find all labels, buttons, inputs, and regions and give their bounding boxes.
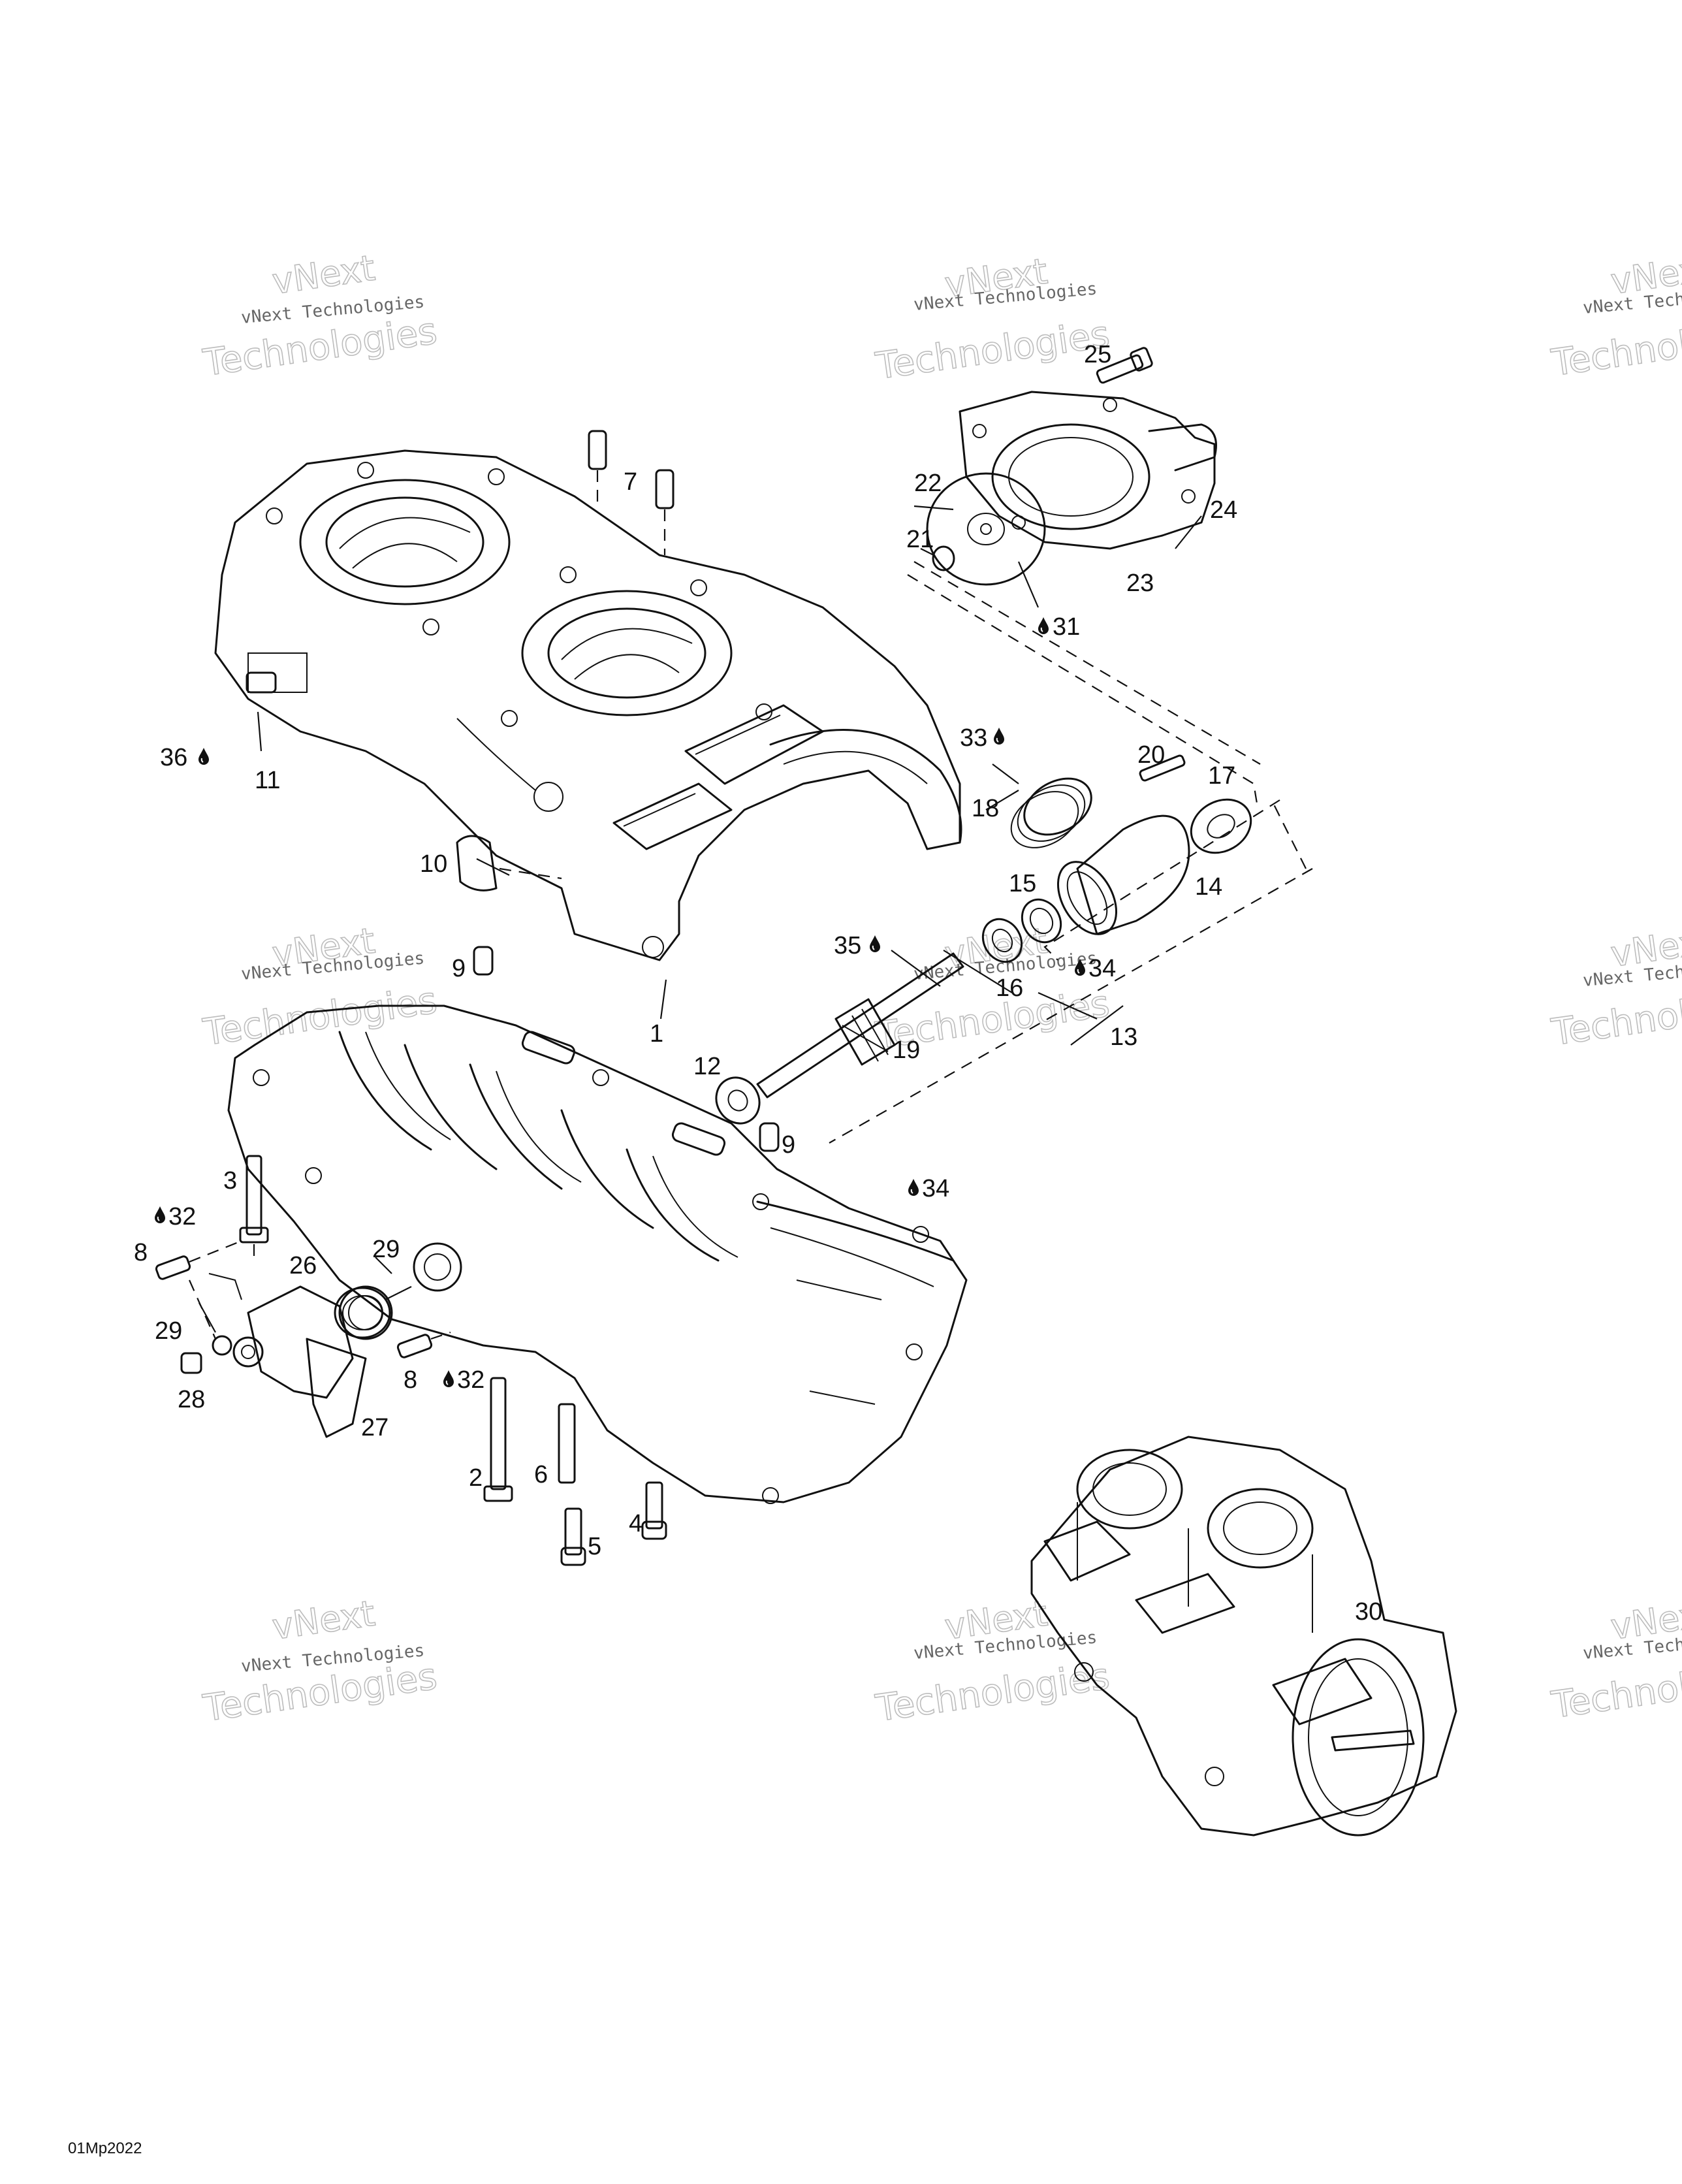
callout-19: 19 <box>893 1036 920 1064</box>
callout-24: 24 <box>1210 496 1237 524</box>
watermark-bottom-right: vNext vNext Technologies Technologies <box>1548 1592 1682 1727</box>
watermark-mid-left: vNext vNext Technologies Technologies <box>200 920 440 1055</box>
callout-8a: 8 <box>134 1239 148 1266</box>
oil-drop-icon <box>443 1370 454 1388</box>
callout-15: 15 <box>1009 870 1036 897</box>
upper-crankcase-drawing <box>214 449 962 961</box>
callout-1: 1 <box>650 1020 663 1048</box>
callout-14: 14 <box>1195 873 1222 901</box>
callout-21: 21 <box>906 526 934 553</box>
callout-22: 22 <box>914 470 942 497</box>
callout-9a: 9 <box>452 955 466 982</box>
callout-32b: 32 <box>457 1366 484 1394</box>
callout-20: 20 <box>1137 741 1165 769</box>
oil-drop-icon <box>869 935 881 953</box>
callout-6: 6 <box>534 1461 548 1488</box>
upper-fasteners-drawing <box>246 430 674 891</box>
drive-shaft-assembly-drawing <box>715 561 1313 1144</box>
oil-pump-drawing <box>180 1273 391 1438</box>
callout-9b: 9 <box>782 1131 795 1159</box>
callout-10: 10 <box>420 850 447 878</box>
watermark-bottom-left: vNext vNext Technologies Technologies <box>200 1592 440 1731</box>
svg-text:Technologies: Technologies <box>1549 1652 1682 1727</box>
lower-fasteners-drawing <box>155 946 780 1566</box>
oil-drop-icon <box>908 1178 919 1196</box>
callout-3: 3 <box>223 1167 237 1195</box>
oil-drop-icon <box>1038 617 1049 635</box>
callout-32a: 32 <box>168 1203 196 1230</box>
watermark-mid-right: vNext vNext Technologies Technologies <box>1548 920 1682 1055</box>
callout-11: 11 <box>255 767 280 794</box>
callout-26: 26 <box>289 1252 317 1279</box>
callout-18: 18 <box>972 795 999 822</box>
callout-36: 36 <box>160 744 187 771</box>
figure-code: 01Mp2022 <box>68 2140 142 2157</box>
svg-text:Technologies: Technologies <box>1549 979 1682 1054</box>
assembled-engine-drawing <box>1030 1436 1457 1837</box>
svg-text:vNext: vNext <box>270 248 377 302</box>
callout-labels: 1 2 3 4 5 6 7 8 8 9 9 10 11 12 13 14 15 … <box>134 341 1382 1626</box>
oil-drop-icon <box>154 1206 166 1224</box>
callout-31: 31 <box>1053 613 1080 641</box>
svg-text:vNext: vNext <box>270 1593 377 1648</box>
callout-17: 17 <box>1208 762 1235 790</box>
callout-25: 25 <box>1084 341 1111 368</box>
callout-23: 23 <box>1126 570 1154 597</box>
callout-7: 7 <box>624 468 637 496</box>
oil-drop-icon <box>198 747 210 765</box>
callout-13: 13 <box>1110 1023 1137 1051</box>
callout-29b: 29 <box>372 1236 400 1263</box>
watermark-top-left: vNext vNext Technologies Technologies <box>200 247 440 385</box>
watermark-top-right: vNext vNext Technologies Technologies <box>1548 247 1682 385</box>
callout-5: 5 <box>588 1533 601 1560</box>
callout-2: 2 <box>469 1464 483 1492</box>
watermark-bottom-center: vNext vNext Technologies Technologies <box>872 1592 1113 1731</box>
lower-crankcase-drawing <box>227 1004 968 1504</box>
callout-34a: 34 <box>1088 955 1116 982</box>
watermark-top-center: vNext vNext Technologies Technologies <box>872 250 1113 389</box>
svg-text:Technologies: Technologies <box>873 313 1112 388</box>
callout-8b: 8 <box>404 1366 417 1394</box>
svg-text:Technologies: Technologies <box>1549 310 1682 385</box>
callout-33: 33 <box>960 724 987 752</box>
callout-28: 28 <box>178 1386 205 1413</box>
water-pump-housing-drawing <box>926 347 1217 586</box>
callout-30: 30 <box>1355 1598 1382 1626</box>
svg-text:Technologies: Technologies <box>200 979 439 1054</box>
callout-27: 27 <box>361 1414 389 1441</box>
callout-29a: 29 <box>155 1317 182 1345</box>
callout-4: 4 <box>629 1510 643 1537</box>
svg-text:Technologies: Technologies <box>200 310 439 385</box>
leader-lines <box>198 505 1202 1333</box>
callout-35: 35 <box>834 932 861 959</box>
callout-34b: 34 <box>922 1175 949 1202</box>
callout-16: 16 <box>996 974 1023 1002</box>
oil-drop-icon <box>993 727 1005 745</box>
callout-12: 12 <box>693 1053 721 1080</box>
